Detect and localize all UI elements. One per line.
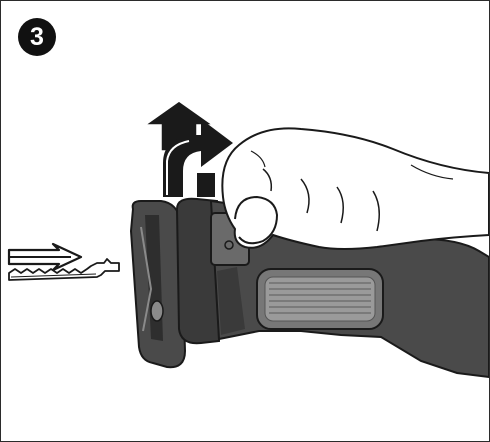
tool-nose: [175, 197, 221, 345]
saw-blade: [8, 258, 120, 281]
step-number-badge: 3: [18, 18, 56, 56]
rotate-up-arrow-icon: [142, 100, 233, 197]
grip-pad: [256, 268, 384, 330]
blade-clamp: [129, 200, 187, 369]
hand: [221, 127, 489, 250]
insert-arrow-icon: [7, 242, 83, 272]
tool-body: [209, 199, 489, 379]
